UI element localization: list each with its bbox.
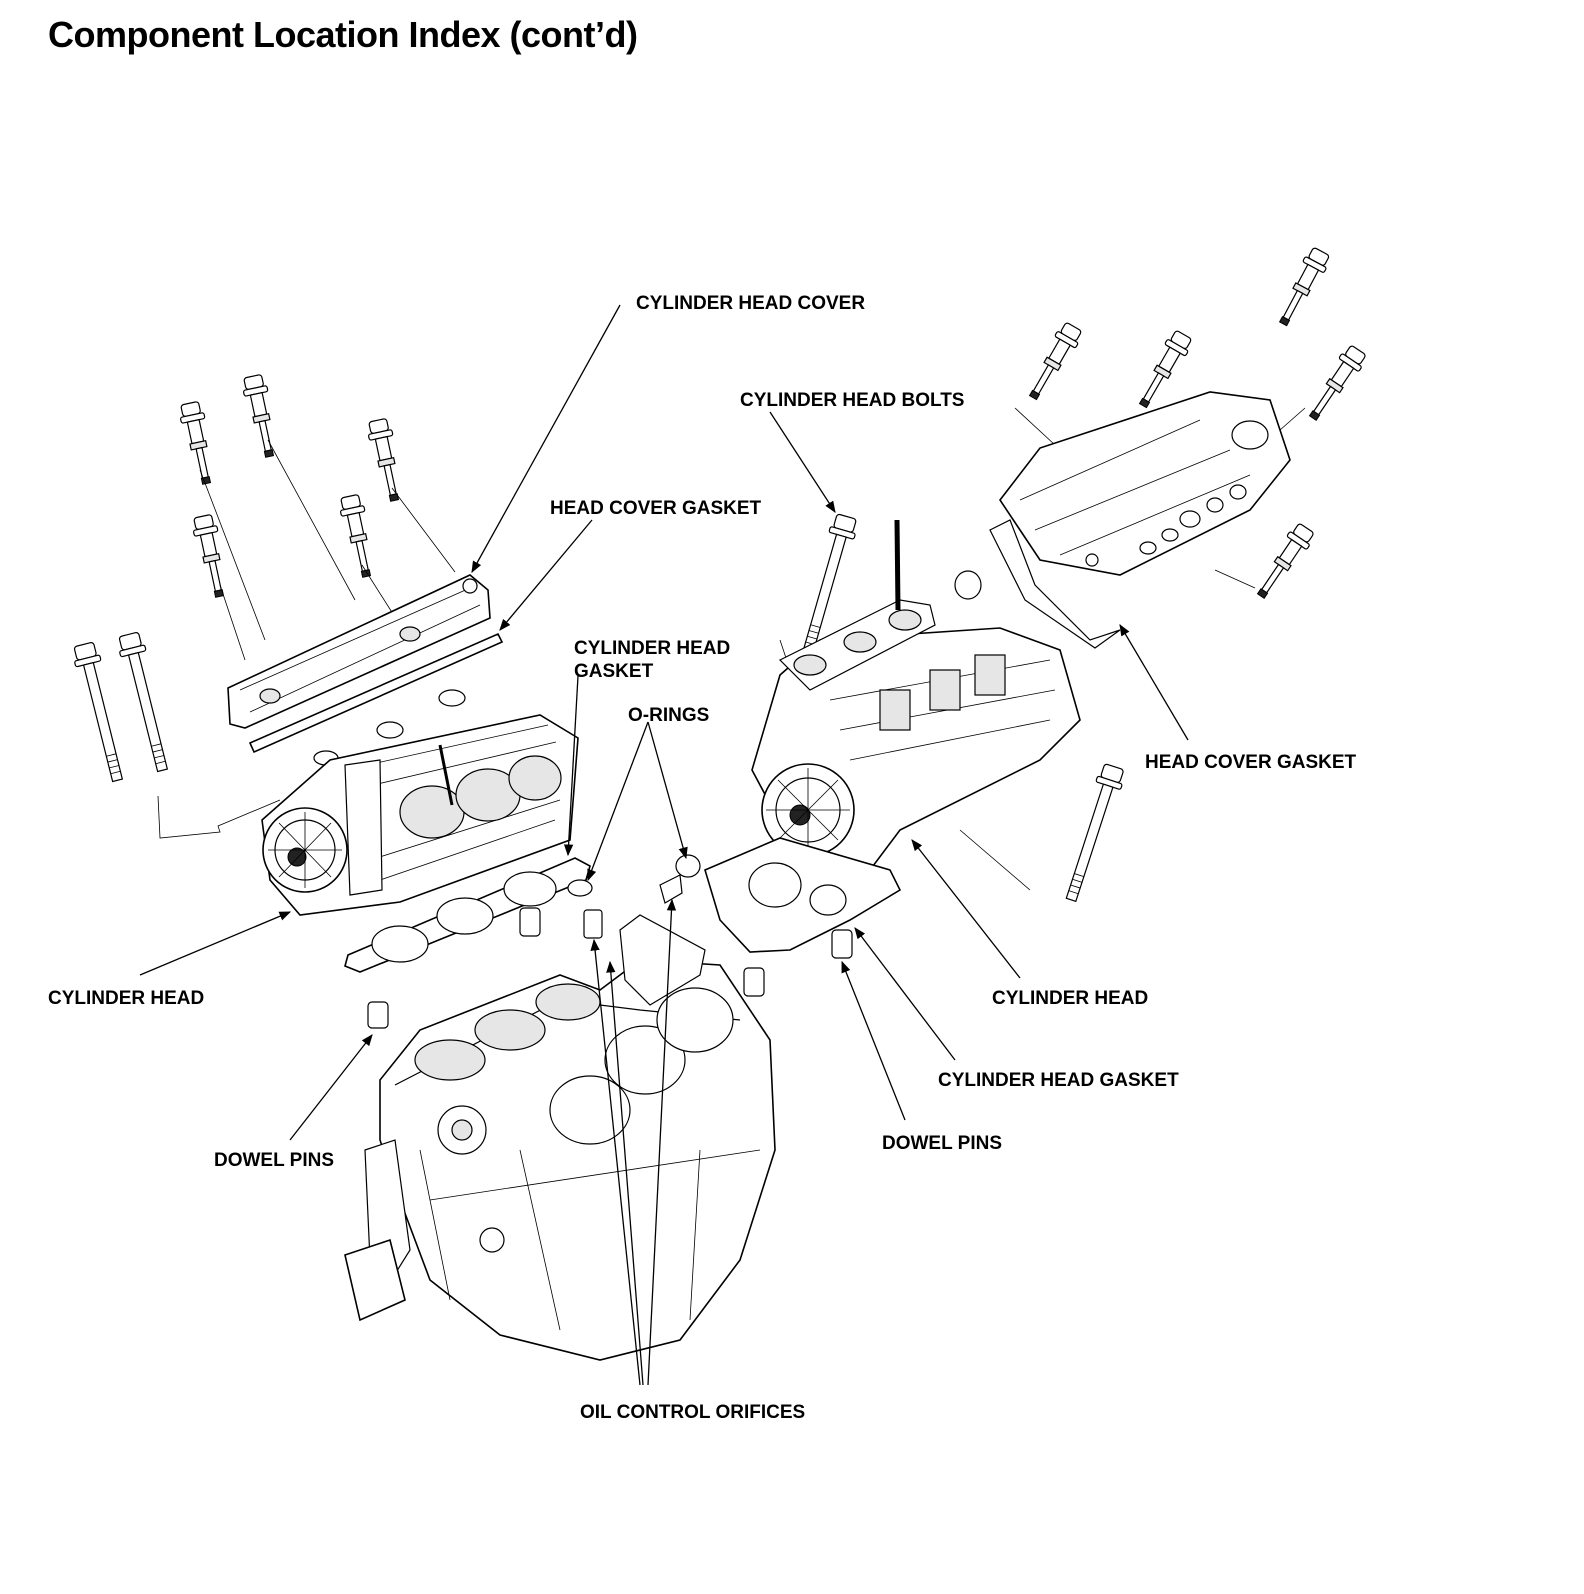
label-oil-control-orifices: OIL CONTROL ORIFICES — [580, 1402, 805, 1423]
leader-lines — [139, 304, 1189, 1386]
oil-control-orifices — [583, 874, 683, 939]
label-dowel-pins-left: DOWEL PINS — [214, 1150, 334, 1171]
label-dowel-pins-right: DOWEL PINS — [882, 1133, 1002, 1154]
left-cylinder-head-cover — [227, 574, 491, 729]
label-o-rings: O-RINGS — [628, 705, 709, 726]
right-head-cover-gasket — [989, 519, 1121, 649]
label-head-cover-gasket-left: HEAD COVER GASKET — [550, 498, 762, 519]
label-cylinder-head-gasket-right: CYLINDER HEAD GASKET — [938, 1070, 1179, 1091]
page-title: Component Location Index (cont’d) — [48, 14, 638, 55]
dowel-pins — [367, 907, 853, 1029]
left-cylinder-head — [261, 714, 579, 916]
label-cylinder-head-gasket-left-line1: CYLINDER HEAD — [574, 638, 730, 659]
label-cylinder-head-gasket-left-line2: GASKET — [574, 661, 654, 682]
left-cover-bolts — [177, 373, 407, 600]
right-cylinder-head — [751, 519, 1081, 871]
left-cylinder-head-gasket — [344, 857, 591, 973]
label-cylinder-head-cover: CYLINDER HEAD COVER — [636, 293, 865, 314]
label-cylinder-head-left: CYLINDER HEAD — [48, 988, 204, 1009]
right-spark-plug-seal — [954, 570, 982, 600]
right-cylinder-head-cover — [999, 391, 1291, 576]
left-head-bolts — [70, 630, 176, 785]
right-cylinder-head-gasket — [704, 837, 902, 953]
left-spark-plug-seals — [313, 689, 466, 766]
engine-block — [344, 914, 776, 1361]
label-cylinder-head-right: CYLINDER HEAD — [992, 988, 1148, 1009]
label-cylinder-head-bolts: CYLINDER HEAD BOLTS — [740, 390, 964, 411]
left-head-cover-gasket — [248, 632, 504, 754]
o-rings — [567, 854, 701, 897]
label-head-cover-gasket-right: HEAD COVER GASKET — [1145, 752, 1357, 773]
